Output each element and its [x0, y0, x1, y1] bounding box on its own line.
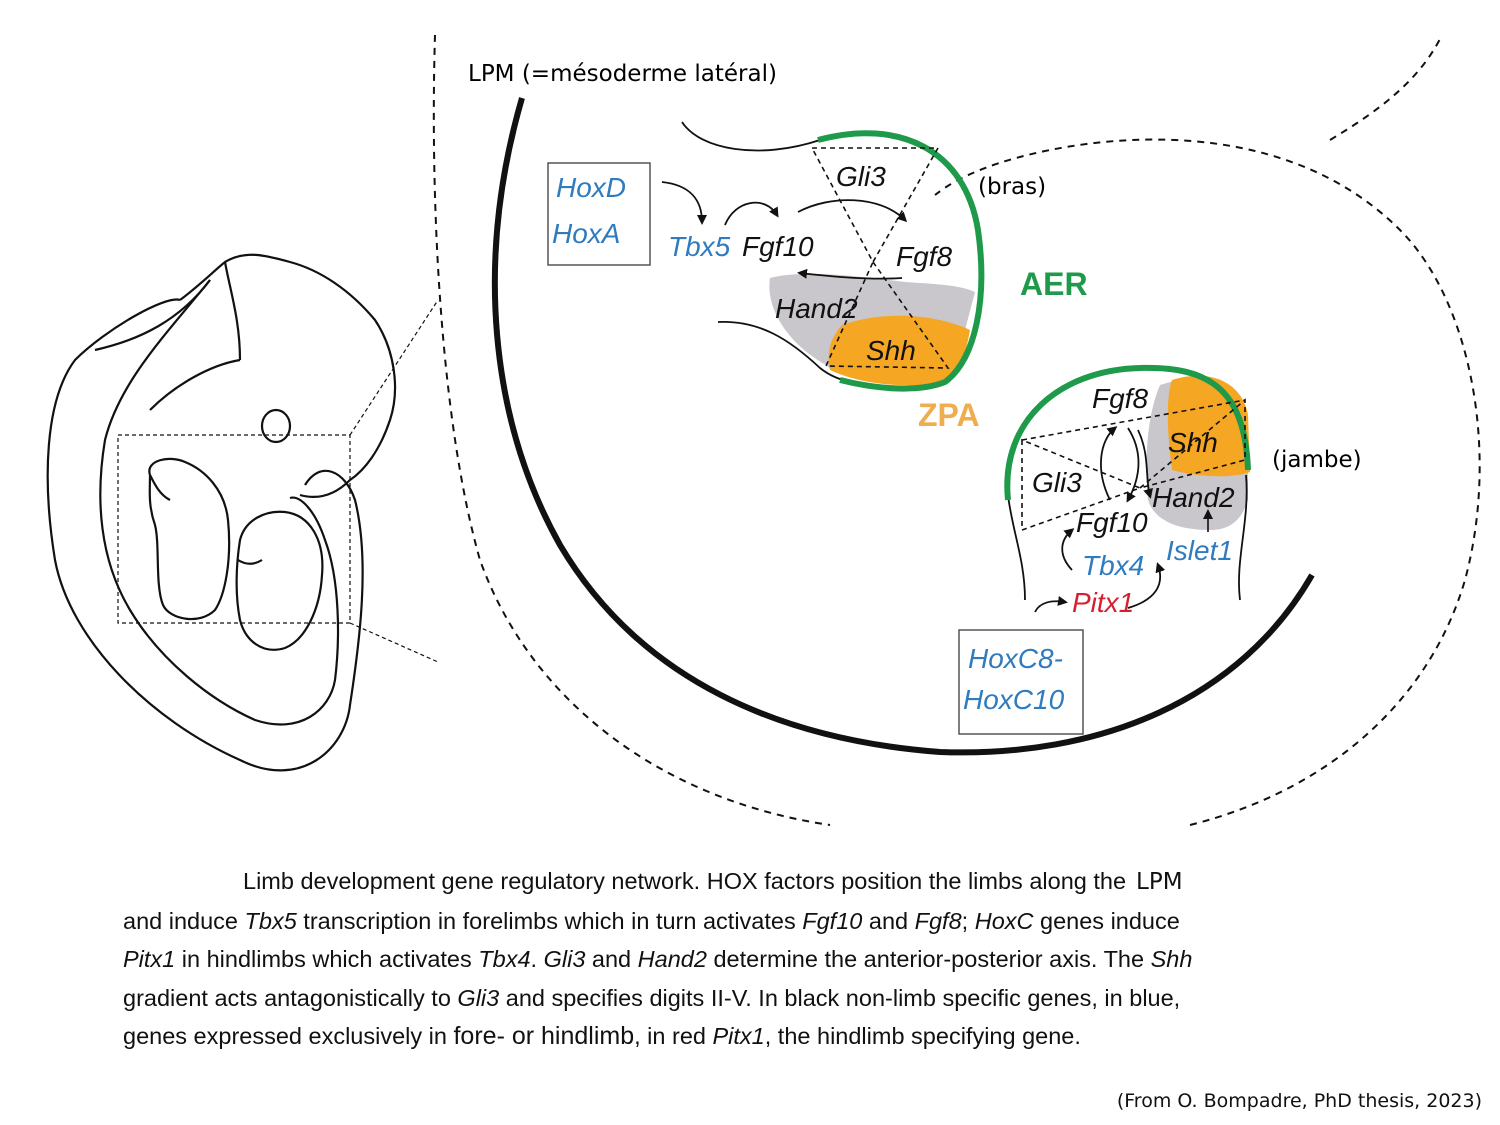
- zpa-label: ZPA: [918, 397, 980, 433]
- lpm-outline: [491, 97, 1315, 756]
- hindlimb-gli3-gradient: [1021, 438, 1143, 532]
- forelimb-shh-gradient: [824, 260, 950, 369]
- embryo-sketch: [46, 253, 439, 772]
- forelimb-hoxa: HoxA: [552, 218, 620, 249]
- hindlimb-fgf8: Fgf8: [1092, 383, 1148, 414]
- hindlimb-hoxc8: HoxC8-: [968, 643, 1063, 674]
- forelimb-gli3-gradient: [810, 147, 940, 264]
- zoom-outlines: [432, 34, 1481, 826]
- forelimb-hand2: Hand2: [775, 293, 858, 324]
- source-citation: (From O. Bompadre, PhD thesis, 2023): [1116, 1090, 1482, 1112]
- hindlimb-outline-posterior: [1238, 474, 1248, 601]
- caption-line-2: and induce Tbx5 transcription in forelim…: [123, 907, 1180, 934]
- arrow-pitx1-to-tbx4: [1127, 562, 1166, 609]
- arrow-fgf10-to-fgf8: [797, 199, 908, 223]
- hindlimb-label: (jambe): [1272, 447, 1362, 473]
- hindlimb-islet1: Islet1: [1166, 535, 1233, 566]
- forelimb-bud: HoxD HoxA Tbx5 Fgf10 Fgf8 Gli3 Hand2 Shh: [547, 121, 985, 392]
- lpm-label: LPM (=mésoderme latéral): [468, 61, 777, 87]
- arrow-tbx4-to-fgf10: [1061, 528, 1075, 571]
- hindlimb-hand2: Hand2: [1152, 482, 1235, 513]
- forelimb-gli3: Gli3: [836, 161, 886, 192]
- arrow-tbx5-to-fgf10: [724, 201, 779, 226]
- hindlimb-gli3: Gli3: [1032, 467, 1082, 498]
- forelimb-hox-box: [547, 162, 651, 266]
- forelimb-hoxd: HoxD: [556, 172, 626, 203]
- caption-line-4: gradient acts antagonistically to Gli3 a…: [123, 984, 1181, 1011]
- forelimb-zpa-domain: [828, 315, 970, 386]
- hindlimb-hoxc10: HoxC10: [963, 684, 1065, 715]
- forelimb-outline-dorsal: [681, 121, 821, 152]
- forelimb-aer: [817, 130, 985, 392]
- hindlimb-tbx4: Tbx4: [1082, 550, 1144, 581]
- caption-line-3: Pitx1 in hindlimbs which activates Tbx4.…: [123, 946, 1193, 972]
- hindlimb-hox-box: [958, 629, 1084, 735]
- aer-label: AER: [1020, 266, 1088, 302]
- hindlimb-bud: HoxC8- HoxC10 Fgf8 Shh Gli3 Hand2 Fgf10 …: [958, 364, 1251, 735]
- forelimb-fgf8: Fgf8: [896, 241, 952, 272]
- hindlimb-shh-gradient: [1139, 398, 1246, 489]
- limb-grn-diagram: LPM (=mésoderme latéral) (bras) (jambe) …: [46, 34, 1481, 826]
- arrow-fgf8-to-hand2-hind: [1137, 429, 1153, 499]
- hindlimb-outline-anterior: [1007, 494, 1026, 601]
- hindlimb-aer: [1004, 364, 1251, 501]
- caption-line-1: Limb development gene regulatory network…: [243, 868, 1183, 895]
- arrow-hoxc-to-pitx1: [1034, 595, 1068, 613]
- arrow-fgf10-to-fgf8-hind: [1100, 426, 1118, 501]
- arrow-hoxd-to-tbx5: [661, 181, 707, 225]
- hindlimb-pitx1: Pitx1: [1072, 587, 1134, 618]
- forelimb-shh: Shh: [866, 335, 916, 366]
- forelimb-fgf10: Fgf10: [742, 231, 814, 262]
- caption-line-5: genes expressed exclusively in fore- or …: [123, 1022, 1081, 1050]
- arrow-fgf8-to-fgf10: [797, 268, 903, 280]
- forelimb-label: (bras): [978, 174, 1046, 200]
- figure-caption: Limb development gene regulatory network…: [123, 862, 1393, 1056]
- forelimb-tbx5: Tbx5: [668, 231, 731, 262]
- arrow-fgf8-to-fgf10-hind: [1126, 427, 1140, 503]
- hindlimb-fgf10: Fgf10: [1076, 507, 1148, 538]
- hindlimb-shh: Shh: [1168, 427, 1218, 458]
